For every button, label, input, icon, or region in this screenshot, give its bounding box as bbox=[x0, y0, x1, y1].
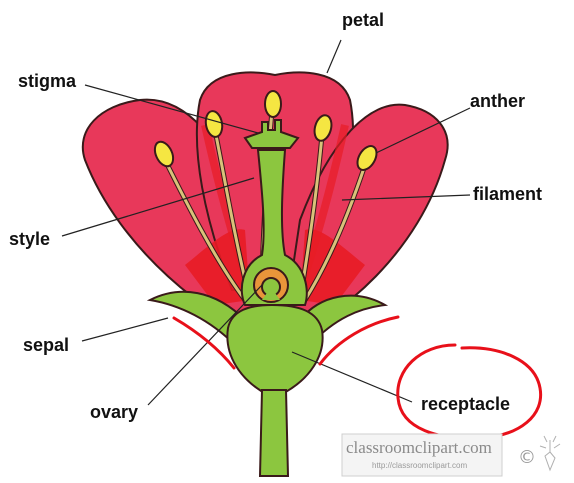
label-ovary: ovary bbox=[90, 403, 138, 421]
receptacle-shape bbox=[227, 305, 322, 395]
label-stigma: stigma bbox=[18, 72, 76, 90]
watermark-sparkle-icon bbox=[540, 436, 560, 470]
label-style: style bbox=[9, 230, 50, 248]
label-anther: anther bbox=[470, 92, 525, 110]
label-petal: petal bbox=[342, 11, 384, 29]
watermark-url: http://classroomclipart.com bbox=[372, 461, 467, 470]
label-receptacle: receptacle bbox=[421, 395, 510, 413]
label-sepal: sepal bbox=[23, 336, 69, 354]
stem bbox=[260, 390, 288, 476]
label-filament: filament bbox=[473, 185, 542, 203]
watermark-brand: classroomclipart.com bbox=[346, 438, 492, 458]
copyright-icon: © bbox=[518, 447, 536, 468]
